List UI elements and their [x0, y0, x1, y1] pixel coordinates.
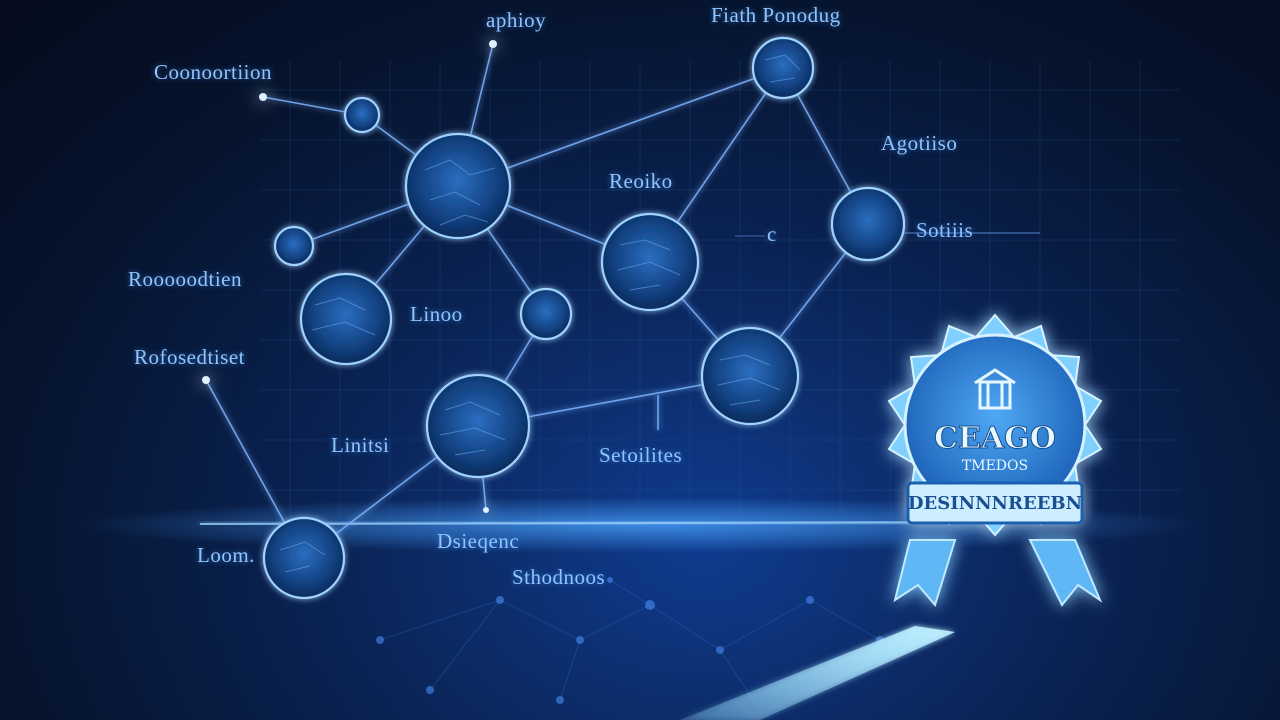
node-bottom-left: [262, 516, 346, 600]
node-small-center: [519, 287, 573, 341]
label-middle: Reoiko: [609, 169, 673, 193]
label-bottom-mid2: Sthodnoos: [512, 565, 606, 589]
node-small-left: [273, 225, 315, 267]
node-small-top: [343, 96, 381, 134]
label-right-upper: Agotiiso: [881, 131, 958, 155]
node-hub: [404, 132, 512, 240]
label-bottom-center: Setoilites: [599, 443, 683, 467]
label-bottom-mid: Dsieqenc: [437, 529, 520, 553]
badge-banner-text: DESINNNREEBN: [908, 493, 1082, 514]
label-top-right: Fiath Ponodug: [711, 3, 841, 27]
label-right-middle: Sotiiis: [916, 218, 974, 242]
label-left-upper: Rooooodtien: [128, 267, 242, 291]
node-lower-right: [700, 326, 800, 426]
badge-subtitle: TMEDOS: [962, 458, 1028, 474]
badge-title: CEAGO: [934, 421, 1056, 456]
label-top-left: Coonoortiion: [154, 60, 273, 84]
node-lower-center: [425, 373, 531, 479]
label-bottom-left: Loom.: [197, 543, 255, 567]
building-icon: [974, 368, 1016, 410]
node-left: [299, 272, 393, 366]
award-badge: [887, 313, 1103, 608]
label-left-middle: Rofosedtiset: [134, 345, 245, 369]
badge-banner-box: [906, 481, 1084, 525]
node-right: [830, 186, 906, 262]
node-textures: [279, 54, 801, 573]
badge-ribbon-left: [893, 539, 957, 608]
badge-ribbon-right: [1028, 539, 1103, 607]
light-beam: [680, 626, 955, 720]
floor-network: [379, 579, 881, 711]
label-c-mark: c: [767, 222, 777, 246]
label-left-lower: Linitsi: [331, 433, 390, 457]
label-top-center: aphioy: [486, 8, 547, 32]
endpoint-dots: [202, 40, 497, 513]
label-center-left: Linoo: [410, 302, 463, 326]
network-nodes: [262, 36, 906, 600]
floor-dots: [376, 577, 884, 704]
node-top-right: [751, 36, 815, 100]
